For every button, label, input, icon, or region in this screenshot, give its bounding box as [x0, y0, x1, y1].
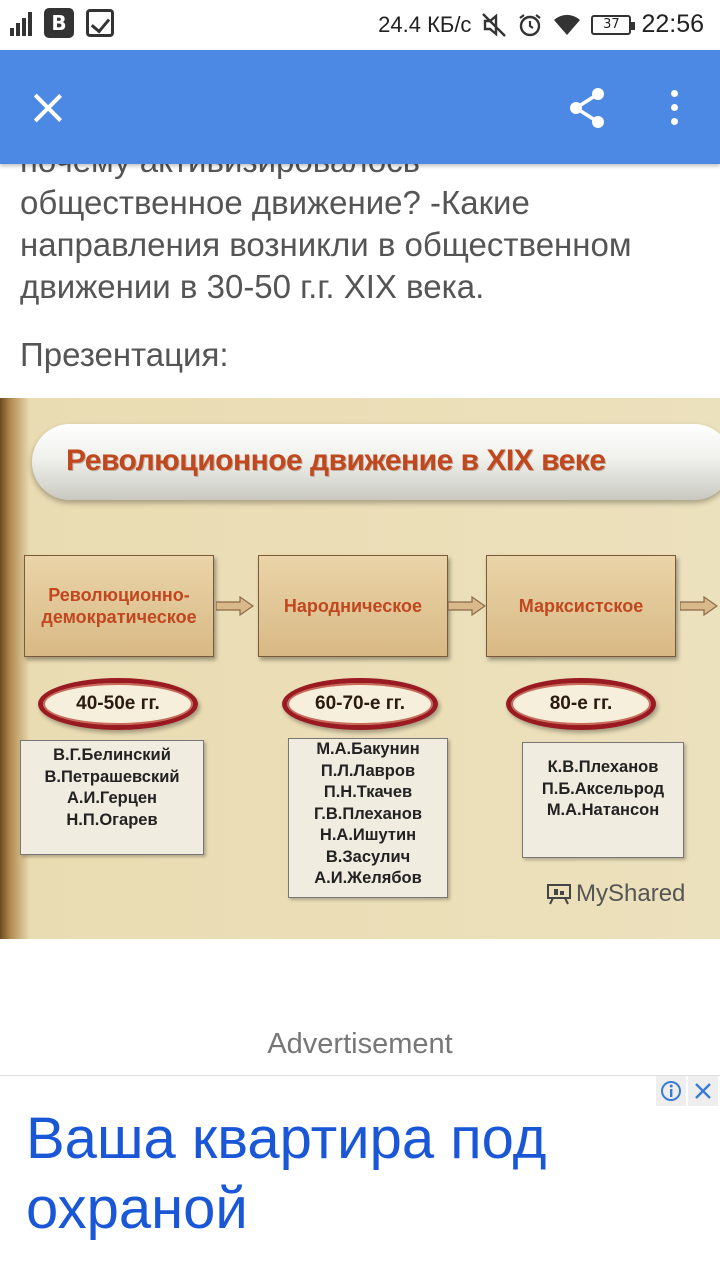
vk-notification-icon: B — [44, 8, 74, 38]
close-button[interactable] — [28, 88, 68, 128]
title-banner — [32, 424, 720, 500]
clipboard-check-icon — [86, 9, 114, 37]
person-name: П.Л.Лавров — [320, 761, 416, 780]
article-paragraph: почему активизировалось общественное дви… — [20, 140, 710, 308]
stage-box-narodnik: Народническое — [258, 555, 448, 657]
advertisement-label: Advertisement — [267, 1028, 453, 1060]
presentation-slide-image[interactable]: Революционное движение в XIX веке Револю… — [0, 398, 720, 939]
names-list-revolutionary-democratic: В.Г.Белинский В.Петрашевский А.И.Герцен … — [20, 740, 204, 855]
ad-headline-link[interactable]: Ваша квартира под охраной — [26, 1106, 547, 1241]
person-name: К.В.Плеханов — [547, 758, 659, 776]
person-name: А.И.Герцен — [66, 789, 157, 807]
person-name: Н.А.Ишутин — [319, 826, 417, 844]
period-oval: 60-70-е гг. — [282, 678, 438, 730]
status-bar: B 24.4 КБ/с 37 22:56 — [0, 0, 720, 50]
share-icon[interactable] — [566, 86, 610, 130]
alarm-icon — [519, 13, 542, 36]
wifi-icon — [554, 14, 581, 35]
stage-box-marxist: Марксистское — [486, 555, 676, 657]
slide-title: Революционное движение в XIX веке — [66, 444, 606, 477]
person-name: Н.П.Огарев — [66, 810, 158, 829]
battery-icon: 37 — [591, 14, 636, 35]
signal-icon — [10, 10, 32, 36]
person-name: М.А.Бакунин — [316, 740, 420, 758]
mute-icon — [482, 12, 507, 37]
names-list-narodnik: М.А.Бакунин П.Л.Лавров П.Н.Ткачев Г.В.Пл… — [288, 738, 448, 898]
period-oval: 40-50е гг. — [38, 678, 198, 730]
paragraph-line: общественное движение? -Какие — [20, 184, 530, 221]
arrow-right-icon — [216, 596, 254, 616]
more-options-icon[interactable] — [656, 86, 692, 130]
person-name: В.Петрашевский — [44, 767, 180, 786]
ad-banner[interactable]: Ваша квартира под охраной — [0, 1075, 720, 1281]
person-name: Г.В.Плеханов — [314, 804, 422, 823]
names-list-marxist: К.В.Плеханов П.Б.Аксельрод М.А.Натансон — [522, 742, 684, 858]
person-name: А.И.Желябов — [314, 869, 422, 887]
ad-controls — [656, 1076, 718, 1106]
presentation-caption: Презентация: — [20, 336, 229, 373]
battery-level: 37 — [603, 17, 620, 32]
person-name: В.Г.Белинский — [53, 746, 171, 764]
presentation-board-icon — [547, 884, 571, 905]
ad-close-icon[interactable] — [688, 1076, 718, 1106]
clock: 22:56 — [641, 10, 704, 38]
paragraph-line: движении в 30-50 г.г. XIX века. — [20, 268, 485, 305]
watermark-text: MyShared — [576, 880, 686, 907]
arrow-right-icon — [448, 596, 486, 616]
person-name: В.Засулич — [325, 847, 411, 866]
ad-info-icon[interactable] — [656, 1076, 686, 1106]
period-oval: 80-е гг. — [506, 678, 656, 730]
arrow-right-icon — [680, 596, 718, 616]
stage-label: демократическое — [41, 607, 197, 627]
stage-label: Революционно- — [48, 585, 190, 605]
stage-label: Народническое — [283, 596, 423, 616]
paragraph-line: направления возникли в общественном — [20, 226, 632, 263]
person-name: М.А.Натансон — [546, 801, 660, 819]
person-name: П.Б.Аксельрод — [541, 779, 665, 798]
person-name: П.Н.Ткачев — [323, 783, 413, 801]
myshared-watermark: MyShared — [546, 880, 685, 908]
stage-box-revolutionary-democratic: Революционно- демократическое — [24, 555, 214, 657]
stage-label: Марксистское — [518, 596, 644, 616]
net-speed: 24.4 КБ/с — [378, 11, 472, 37]
app-bar — [0, 50, 720, 164]
